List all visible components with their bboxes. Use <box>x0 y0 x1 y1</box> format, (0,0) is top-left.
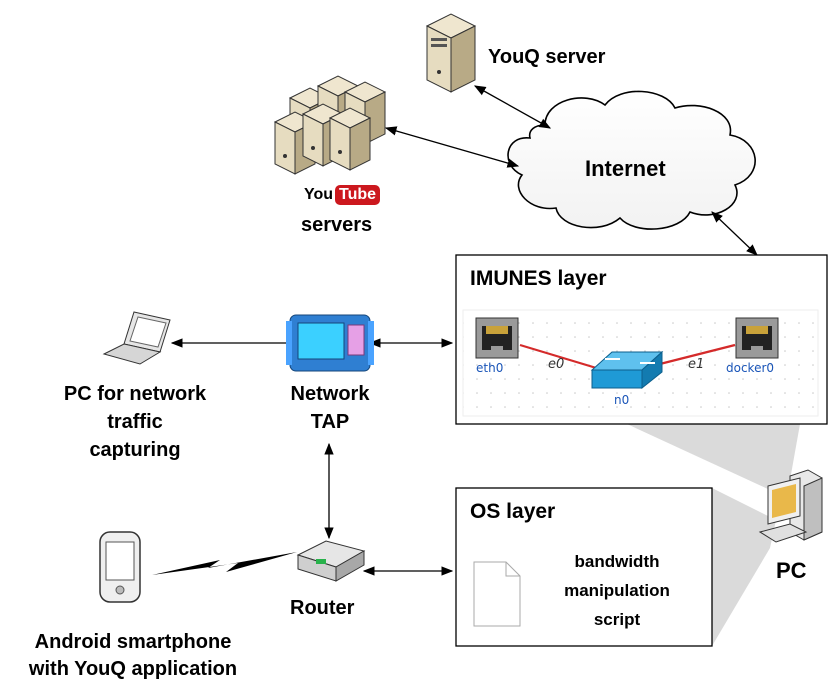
imunes-eth0-label: eth0 <box>476 361 504 375</box>
pc-capture-label-line1: PC for network <box>63 383 207 405</box>
youtube-logo-you: You <box>304 186 334 203</box>
android-label-line2: with YouQ application <box>28 658 238 680</box>
network-tap-label-line2: TAP <box>310 411 350 433</box>
script-file-icon <box>473 561 521 627</box>
internet-imunes-link <box>711 211 758 256</box>
pc-icon <box>758 469 823 543</box>
script-label-line1: bandwidth <box>574 552 660 571</box>
imunes-e0-label: e0 <box>548 357 565 372</box>
os-projection <box>712 488 776 646</box>
youtube-internet-link <box>384 126 520 168</box>
switch-n0-icon <box>590 350 664 390</box>
network-tap-label-line1: Network <box>290 383 370 405</box>
wireless-link <box>152 552 297 575</box>
youq-server-icon <box>425 13 477 93</box>
os-layer-title: OS layer <box>470 500 556 523</box>
youtube-logo-tube: Tube <box>335 185 381 205</box>
youq-server-label: YouQ server <box>488 46 606 68</box>
youq-internet-link <box>473 85 552 129</box>
pc-capture-label-line2: traffic <box>107 411 163 433</box>
network-tap-icon <box>286 314 374 372</box>
pc-capture-label-line3: capturing <box>89 439 181 461</box>
youtube-logo: You Tube <box>304 185 381 205</box>
imunes-projection <box>627 424 800 490</box>
youtube-servers-icon <box>273 75 387 175</box>
router-icon <box>296 540 366 582</box>
imunes-docker0-label: docker0 <box>726 361 775 375</box>
router-label: Router <box>290 597 355 619</box>
internet-label: Internet <box>585 156 666 181</box>
laptop-icon <box>102 311 171 365</box>
android-label-line1: Android smartphone <box>34 631 232 653</box>
pc-label: PC <box>776 558 807 583</box>
script-label-line2: manipulation <box>564 581 670 600</box>
imunes-layer-title: IMUNES layer <box>470 267 607 290</box>
internet-cloud <box>507 90 756 230</box>
imunes-link-e0 <box>519 343 604 372</box>
script-label-line3: script <box>593 610 641 629</box>
smartphone-icon <box>99 531 141 603</box>
imunes-e1-label: e1 <box>688 357 705 372</box>
imunes-n0-label: n0 <box>614 393 630 407</box>
youtube-servers-label: servers <box>301 214 373 236</box>
eth0-port-icon <box>475 317 519 359</box>
docker0-port-icon <box>735 317 779 359</box>
